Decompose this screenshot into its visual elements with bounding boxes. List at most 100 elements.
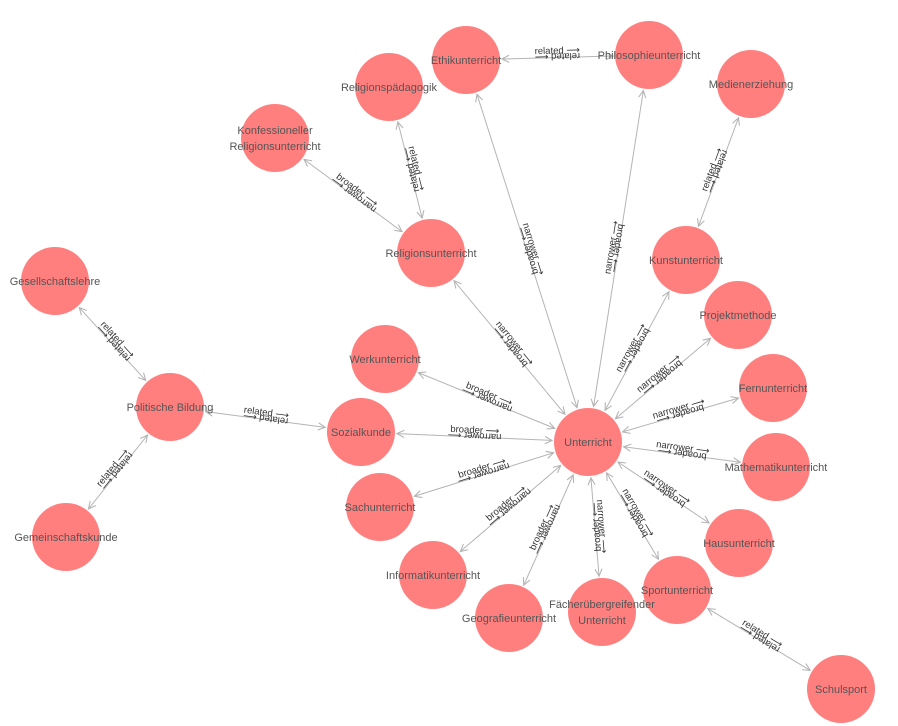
node-circle[interactable]: [241, 104, 309, 172]
node-circle[interactable]: [568, 578, 636, 646]
node-circle[interactable]: [739, 354, 807, 422]
node-informatikunterricht[interactable]: Informatikunterricht: [386, 541, 480, 609]
edge-labels: related ⟶related ⟵: [400, 145, 427, 193]
node-label: Sozialkunde: [331, 427, 391, 439]
node-gesellschaftslehre[interactable]: Gesellschaftslehre: [10, 247, 101, 315]
edge-unterricht-mathematikunterricht: narrower ⟶broader ⟵: [624, 439, 741, 462]
edge-konfessioneller-religionsunterricht: broader ⟶narrower ⟵: [304, 159, 402, 231]
node-label: Sachunterricht: [345, 502, 416, 514]
edge-labels: broader ⟶narrower ⟵: [456, 456, 511, 487]
node-religionspaedagogik[interactable]: Religionspädagogik: [341, 53, 438, 121]
edge-line: [79, 308, 145, 381]
node-circle[interactable]: [355, 53, 423, 121]
edge-labels: broader ⟶narrower ⟵: [484, 483, 533, 529]
node-circle[interactable]: [742, 433, 810, 501]
node-sportunterricht[interactable]: Sportunterricht: [641, 556, 713, 624]
node-religionsunterricht[interactable]: Religionsunterricht: [385, 219, 477, 287]
node-label: Werkunterricht: [349, 354, 420, 366]
edge-labels: narrower ⟶broader ⟵: [602, 220, 626, 275]
node-label: Fernunterricht: [739, 383, 807, 395]
edge-labels: narrower ⟶broader ⟵: [491, 319, 537, 369]
node-circle[interactable]: [21, 247, 89, 315]
node-label: Fächerübergreifender: [549, 599, 655, 611]
edge-line: [206, 412, 326, 428]
node-projektmethode[interactable]: Projektmethode: [699, 281, 777, 349]
node-circle[interactable]: [327, 398, 395, 466]
edge-labels: narrower ⟶broader ⟵: [614, 321, 652, 374]
edge-politische_bildung-sozialkunde: related ⟶related ⟵: [206, 405, 326, 428]
node-circle[interactable]: [346, 473, 414, 541]
node-hausunterricht[interactable]: Hausunterricht: [703, 509, 775, 577]
node-circle[interactable]: [615, 21, 683, 89]
node-philosophieunterricht[interactable]: Philosophieunterricht: [598, 21, 701, 89]
node-label: Geografieunterricht: [462, 613, 556, 625]
node-circle[interactable]: [704, 281, 772, 349]
node-circle[interactable]: [136, 373, 204, 441]
node-label: Religionsunterricht: [229, 141, 320, 153]
node-circle[interactable]: [652, 226, 720, 294]
edge-labels: related ⟶related ⟵: [737, 618, 785, 655]
node-circle[interactable]: [705, 509, 773, 577]
edge-philosophieunterricht-ethikunterricht: related ⟶related ⟵: [502, 45, 613, 62]
edge-gemeinschaftskunde-politische_bildung: related ⟶related ⟵: [88, 435, 147, 509]
node-circle[interactable]: [475, 584, 543, 652]
node-circle[interactable]: [807, 655, 875, 723]
node-circle[interactable]: [432, 26, 500, 94]
node-label: Sportunterricht: [641, 585, 713, 597]
edge-labels: related ⟶related ⟵: [242, 405, 290, 427]
node-label: Unterricht: [564, 437, 612, 449]
edge-labels: narrower ⟶broader ⟵: [655, 439, 710, 462]
edge-line: [607, 473, 659, 559]
node-sachunterricht[interactable]: Sachunterricht: [345, 473, 416, 541]
node-circle[interactable]: [32, 503, 100, 571]
node-geografieunterricht[interactable]: Geografieunterricht: [462, 584, 556, 652]
edge-label-forward: related ⟵: [534, 50, 580, 62]
node-kunstunterricht[interactable]: Kunstunterricht: [649, 226, 723, 294]
edge-labels: narrower ⟶broader ⟵: [516, 222, 547, 277]
edge-unterricht-kunstunterricht: narrower ⟶broader ⟵: [605, 292, 669, 411]
node-circle[interactable]: [397, 219, 465, 287]
node-werkunterricht[interactable]: Werkunterricht: [349, 325, 421, 393]
edge-label-forward: broader ⟵: [589, 502, 604, 552]
edge-line: [624, 447, 741, 463]
edge-line: [524, 475, 574, 585]
node-label: Kunstunterricht: [649, 255, 723, 267]
node-label: Ethikunterricht: [431, 55, 501, 67]
node-sozialkunde[interactable]: Sozialkunde: [327, 398, 395, 466]
edge-labels: related ⟶related ⟵: [699, 146, 730, 195]
node-label: Religionsunterricht: [385, 248, 476, 260]
edge-sozialkunde-unterricht: broader ⟶narrower ⟵: [397, 424, 552, 442]
edge-labels: related ⟶related ⟵: [534, 45, 580, 62]
node-circle[interactable]: [351, 325, 419, 393]
node-label: Medienerziehung: [709, 79, 793, 91]
node-label: Unterricht: [578, 615, 626, 627]
edge-labels: related ⟶related ⟵: [94, 319, 137, 363]
edge-religionsunterricht-religionspaedagogik: related ⟶related ⟵: [398, 122, 427, 218]
edge-line: [708, 609, 810, 671]
node-schulsport[interactable]: Schulsport: [807, 655, 875, 723]
edge-labels: narrower ⟶broader ⟵: [641, 468, 693, 510]
node-label: Religionspädagogik: [341, 82, 438, 94]
node-mathematikunterricht[interactable]: Mathematikunterricht: [725, 433, 828, 501]
node-circle[interactable]: [554, 408, 622, 476]
node-label: Gemeinschaftskunde: [14, 532, 117, 544]
edge-gesellschaftslehre-politische_bildung: related ⟶related ⟵: [79, 308, 145, 381]
node-ethikunterricht[interactable]: Ethikunterricht: [431, 26, 501, 94]
node-fernunterricht[interactable]: Fernunterricht: [739, 354, 807, 422]
node-circle[interactable]: [399, 541, 467, 609]
edge-labels: narrower ⟶broader ⟵: [651, 396, 706, 426]
edge-label-backward: related ⟶: [535, 45, 581, 57]
node-gemeinschaftskunde[interactable]: Gemeinschaftskunde: [14, 503, 118, 571]
node-circle[interactable]: [717, 50, 785, 118]
node-label: Philosophieunterricht: [598, 50, 701, 62]
node-circle[interactable]: [643, 556, 711, 624]
edge-labels: broader ⟶narrower ⟵: [447, 424, 502, 442]
edge-labels: narrower ⟶broader ⟵: [635, 352, 685, 398]
edge-line: [698, 118, 738, 226]
edge-medienerziehung-kunstunterricht: related ⟶related ⟵: [698, 118, 738, 226]
node-politische_bildung[interactable]: Politische Bildung: [127, 373, 214, 441]
node-medienerziehung[interactable]: Medienerziehung: [709, 50, 793, 118]
node-unterricht[interactable]: Unterricht: [554, 408, 622, 476]
